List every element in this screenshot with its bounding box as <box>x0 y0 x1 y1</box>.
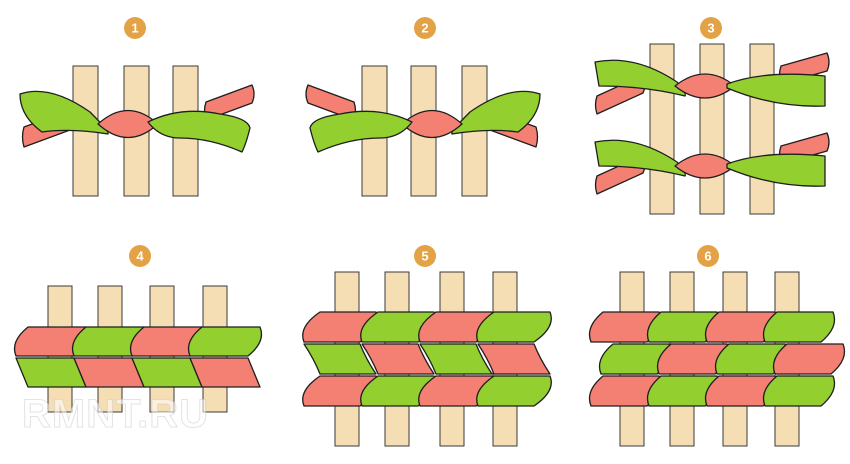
green-strand <box>726 153 826 187</box>
watermark: RMNT.RU <box>22 392 209 437</box>
step-number: 1 <box>131 21 138 36</box>
red-strand <box>305 84 357 121</box>
step-badge <box>414 245 436 267</box>
step-number: 4 <box>136 249 144 264</box>
step-number: 3 <box>707 21 714 36</box>
green-strand <box>476 375 552 407</box>
step-number: 2 <box>421 21 428 36</box>
green-strand <box>451 90 541 135</box>
step-badge <box>700 17 722 39</box>
green-strand <box>303 343 377 375</box>
red-strand <box>477 343 551 375</box>
green-strand <box>309 110 413 153</box>
step-6-panel: 6 <box>588 245 846 447</box>
red-strand <box>189 357 261 388</box>
step-number: 6 <box>704 249 711 264</box>
step-4-panel: 4 <box>13 245 263 413</box>
green-strand <box>187 326 263 357</box>
step-number: 5 <box>421 249 428 264</box>
stake <box>749 43 775 215</box>
green-strand <box>419 343 493 375</box>
green-strand <box>762 311 836 343</box>
step-badge <box>124 17 146 39</box>
step-3-panel: 3 <box>594 17 830 215</box>
step-1-panel: 1 <box>19 17 255 197</box>
green-strand <box>147 110 251 153</box>
red-strand <box>203 84 255 121</box>
step-badge <box>129 245 151 267</box>
green-strand <box>762 375 836 407</box>
red-strand <box>772 343 846 375</box>
green-strand <box>726 73 826 107</box>
stake <box>699 43 725 215</box>
step-badge <box>697 245 719 267</box>
step-badge <box>414 17 436 39</box>
green-strand <box>19 90 109 135</box>
step-5-panel: 5 <box>302 245 552 447</box>
step-2-panel: 2 <box>305 17 541 197</box>
green-strand <box>476 311 552 343</box>
red-strand <box>361 343 435 375</box>
